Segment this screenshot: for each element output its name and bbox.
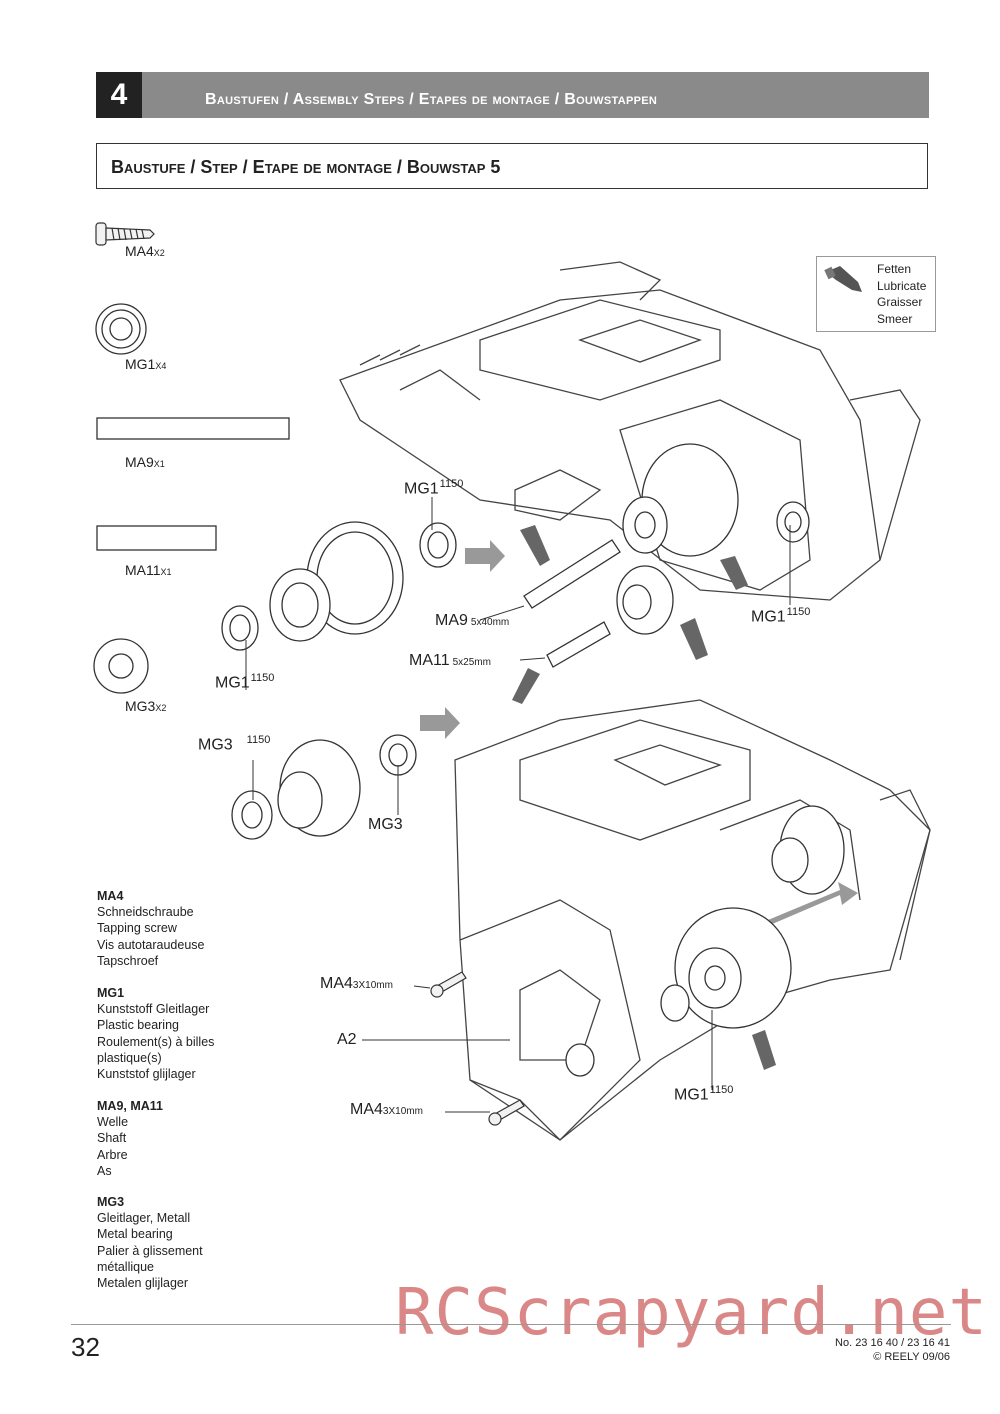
footer-info: No. 23 16 40 / 23 16 41 © REELY 09/06 bbox=[835, 1336, 950, 1364]
grease-legend bbox=[816, 256, 936, 332]
callout-ma4-bottom: MA43X10mm bbox=[350, 1101, 423, 1118]
leader-lines bbox=[245, 497, 791, 1113]
shaft-ma9-icon bbox=[96, 417, 290, 440]
description-ma9-ma11: MA9, MA11 Welle Shaft Arbre As bbox=[97, 1099, 163, 1178]
description-ma4: MA4 Schneidschraube Tapping screw Vis au… bbox=[97, 889, 205, 968]
screw-icon bbox=[95, 222, 155, 246]
callout-ma4-top: MA43X10mm bbox=[320, 975, 393, 992]
metal-bearing-icon bbox=[93, 638, 149, 694]
lower-chassis-drawing bbox=[454, 699, 931, 1141]
callout-mg1-bottom: MG11150 bbox=[674, 1084, 734, 1104]
section-title: Baustufen / Assembly Steps / Etapes de m… bbox=[142, 72, 929, 118]
callout-mg1-left: MG11150 bbox=[215, 672, 275, 692]
part-label-ma4: MA4X2 bbox=[125, 243, 165, 259]
callout-mg1-right: MG11150 bbox=[751, 606, 811, 626]
screw-drawings bbox=[430, 971, 525, 1126]
upper-chassis-drawing bbox=[339, 261, 921, 601]
footer-divider bbox=[71, 1324, 951, 1325]
plastic-bearing-icon bbox=[95, 303, 147, 355]
lower-gear-set bbox=[231, 734, 845, 1077]
part-label-ma11: MA11X1 bbox=[125, 562, 172, 578]
part-label-ma9: MA9X1 bbox=[125, 454, 165, 470]
watermark: RCScrapyard.net bbox=[395, 1276, 988, 1350]
grease-legend-text: Fetten Lubricate Graisser Smeer bbox=[877, 262, 927, 326]
step-title: Baustufe / Step / Etape de montage / Bou… bbox=[96, 143, 928, 189]
page-number: 32 bbox=[71, 1332, 100, 1362]
description-mg1: MG1 Kunststoff Gleitlager Plastic bearin… bbox=[97, 986, 215, 1082]
section-number: 4 bbox=[96, 72, 142, 118]
item-numbers: No. 23 16 40 / 23 16 41 bbox=[835, 1337, 950, 1349]
copyright: © REELY 09/06 bbox=[873, 1351, 950, 1363]
assembly-arrows bbox=[420, 540, 858, 925]
grease-tube-icon bbox=[824, 266, 862, 292]
callout-mg3-right: MG3 bbox=[368, 816, 403, 833]
callout-a2: A2 bbox=[337, 1031, 357, 1048]
upper-gear-set bbox=[221, 443, 810, 651]
grease-markers bbox=[512, 525, 776, 1070]
description-mg3: MG3 Gleitlager, Metall Metal bearing Pal… bbox=[97, 1195, 203, 1291]
shaft-drawings bbox=[523, 539, 621, 668]
part-label-mg1: MG1X4 bbox=[125, 356, 167, 372]
part-label-mg3: MG3X2 bbox=[125, 698, 167, 714]
callout-mg1-top: MG11150 bbox=[404, 478, 464, 498]
shaft-ma11-icon bbox=[96, 525, 217, 551]
